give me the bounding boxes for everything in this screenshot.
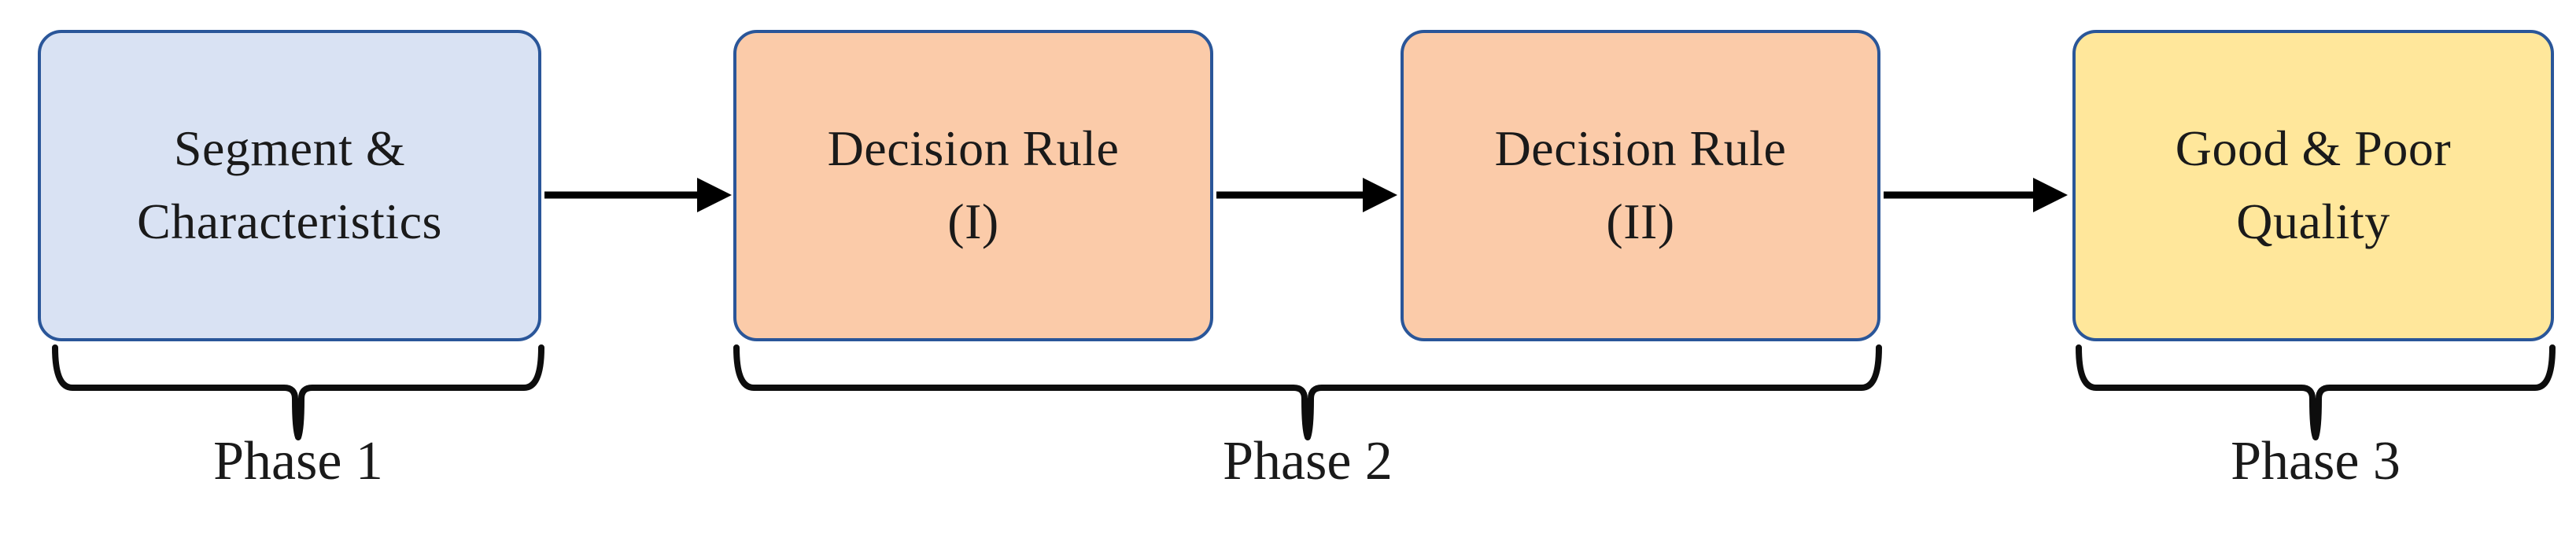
node-label: Good & Poor Quality bbox=[2176, 112, 2451, 259]
node-label-line: Segment & bbox=[173, 120, 406, 177]
node-label-line: Decision Rule bbox=[827, 120, 1120, 177]
node-label-line: Quality bbox=[2236, 193, 2390, 249]
node-label-line: Characteristics bbox=[137, 193, 442, 249]
node-good-poor-quality: Good & Poor Quality bbox=[2072, 30, 2554, 341]
phase-2-brace bbox=[733, 344, 1882, 440]
flow-arrow-1 bbox=[544, 178, 732, 212]
flow-arrow-3 bbox=[1884, 178, 2068, 212]
node-label-line: (I) bbox=[947, 193, 999, 249]
node-decision-rule-2: Decision Rule (II) bbox=[1401, 30, 1880, 341]
node-label-line: Decision Rule bbox=[1494, 120, 1787, 177]
phase-1-label: Phase 1 bbox=[213, 431, 383, 492]
node-label: Decision Rule (II) bbox=[1495, 112, 1787, 259]
node-label-line: Good & Poor bbox=[2175, 120, 2452, 177]
flow-arrow-2 bbox=[1216, 178, 1397, 212]
node-decision-rule-1: Decision Rule (I) bbox=[733, 30, 1213, 341]
phase-1-brace bbox=[52, 344, 544, 440]
node-label: Segment & Characteristics bbox=[137, 112, 442, 259]
node-label-line: (II) bbox=[1606, 193, 1675, 249]
node-label: Decision Rule (I) bbox=[828, 112, 1120, 259]
phase-2-label: Phase 2 bbox=[1223, 431, 1393, 492]
phase-3-label: Phase 3 bbox=[2231, 431, 2401, 492]
phase-3-brace bbox=[2076, 344, 2556, 440]
node-segment-characteristics: Segment & Characteristics bbox=[38, 30, 541, 341]
